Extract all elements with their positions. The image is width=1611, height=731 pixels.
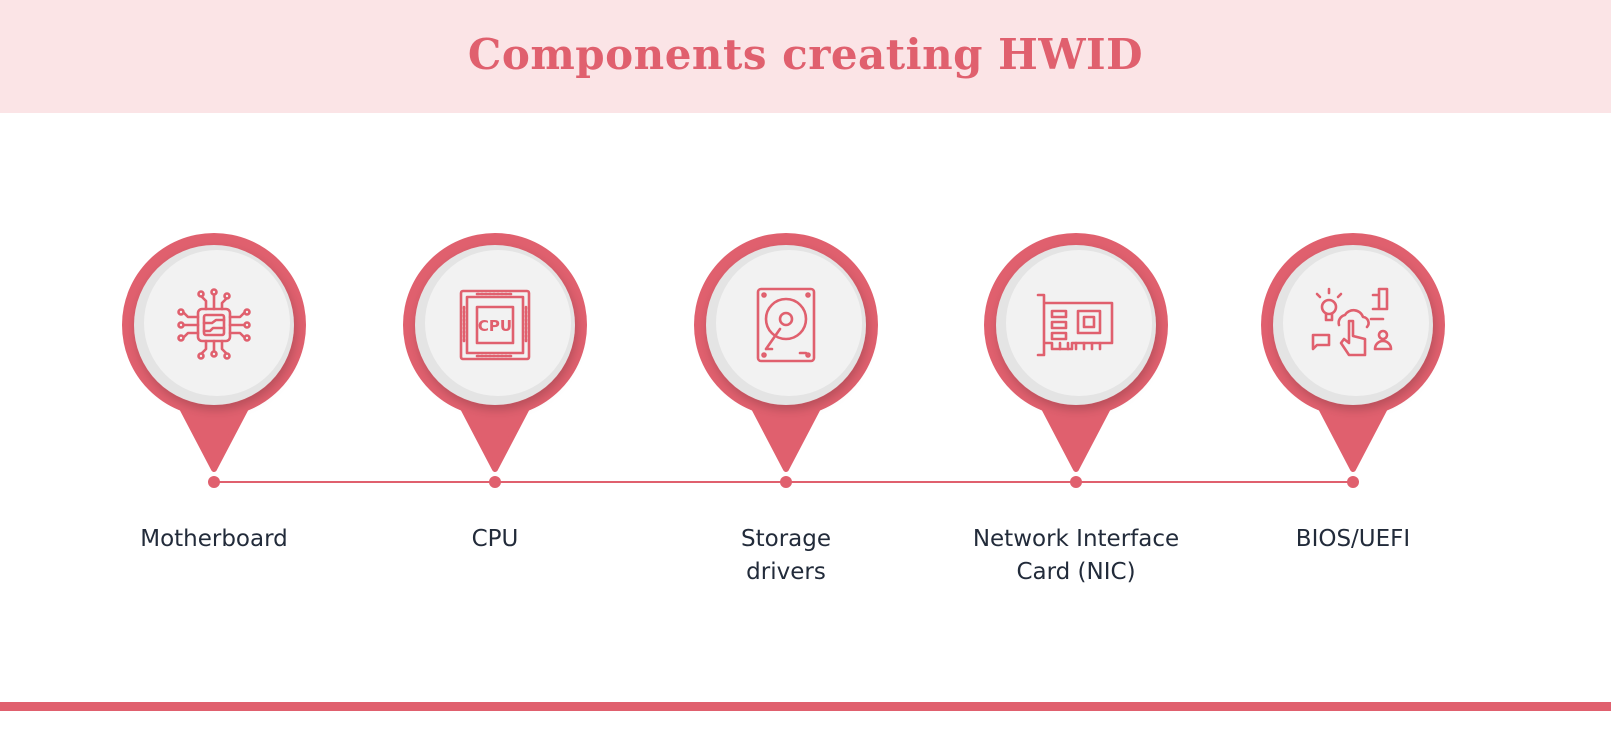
label-4: Network Interface Card (NIC)	[972, 526, 1180, 585]
cpu-icon-text: CPU	[478, 317, 512, 335]
pin-4	[984, 233, 1168, 488]
pin-3	[694, 233, 878, 488]
label-5: BIOS/UEFI	[1295, 526, 1411, 552]
cloud-touch-icon	[1311, 287, 1393, 357]
pin-1	[122, 233, 306, 488]
timeline-dot	[208, 476, 220, 488]
network-card-icon	[1036, 293, 1114, 357]
hard-drive-icon	[756, 287, 816, 363]
label-3: Storage drivers	[741, 526, 831, 585]
page-title: Components creating HWID	[467, 30, 1144, 79]
timeline-dot	[1070, 476, 1082, 488]
pin-inner-face	[144, 250, 290, 396]
timeline-dot	[1347, 476, 1359, 488]
pin-2: CPU	[403, 233, 587, 488]
label-1: Motherboard	[140, 526, 288, 552]
label-2: CPU	[471, 526, 519, 552]
circuit-chip-icon	[177, 288, 251, 360]
bottom-bar	[0, 702, 1611, 711]
timeline-dot	[489, 476, 501, 488]
header-band: Components creating HWID	[0, 0, 1611, 113]
pin-5	[1261, 233, 1445, 488]
pin-inner-face	[1283, 250, 1429, 396]
timeline-dot	[780, 476, 792, 488]
cpu-icon	[459, 289, 531, 361]
